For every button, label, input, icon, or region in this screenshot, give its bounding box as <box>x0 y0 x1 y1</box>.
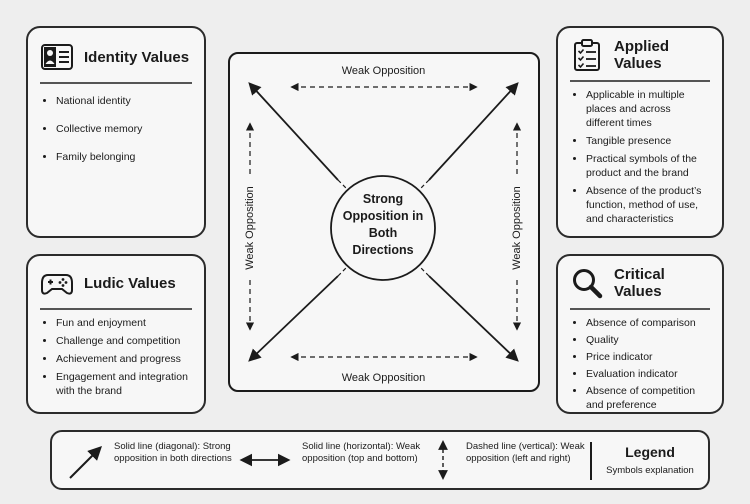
diagonal-arrow-tr <box>428 82 519 181</box>
list-item: Fun and enjoyment <box>56 316 192 330</box>
id-card-icon <box>41 44 73 70</box>
list-item: Price indicator <box>586 350 710 364</box>
diagonal-arrow-tl <box>248 82 339 181</box>
diagonal-arrow-bl <box>248 275 339 362</box>
critical-title: Critical Values <box>614 266 665 300</box>
applied-values-card: Applied Values Applicable in multiple pl… <box>556 26 724 238</box>
magnifier-icon <box>573 269 603 299</box>
legend-vertical-text: Dashed line (vertical): Weak opposition … <box>466 441 585 464</box>
diagonal-arrow-br <box>428 275 519 362</box>
opposition-arrows <box>245 82 522 362</box>
legend-subtitle: Symbols explanation <box>606 465 694 476</box>
top-weak-label: Weak Opposition <box>341 65 426 77</box>
gamepad-icon <box>41 274 73 295</box>
legend-horizontal-text: Solid line (horizontal): Weak opposition… <box>302 441 421 464</box>
list-item: Absence of competition and preference <box>586 384 710 412</box>
list-item: Applicable in multiple places and across… <box>586 88 710 130</box>
list-item: Collective memory <box>56 122 192 136</box>
diagonal-line-symbol <box>69 446 102 479</box>
divider <box>570 80 710 82</box>
list-item: National identity <box>56 94 192 108</box>
list-item: Family belonging <box>56 150 192 164</box>
identity-values-card: Identity Values National identity Collec… <box>26 26 206 238</box>
opposition-square: Strong Opposition in Both Directions Wea… <box>228 52 540 392</box>
legend-divider <box>590 442 592 480</box>
list-item: Challenge and competition <box>56 334 192 348</box>
applied-list: Applicable in multiple places and across… <box>570 88 710 226</box>
list-item: Absence of comparison <box>586 316 710 330</box>
critical-values-card: Critical Values Absence of comparison Qu… <box>556 254 724 414</box>
list-item: Quality <box>586 333 710 347</box>
divider <box>40 82 192 84</box>
critical-list: Absence of comparison Quality Price indi… <box>570 316 710 412</box>
ludic-values-card: Ludic Values Fun and enjoyment Challenge… <box>26 254 206 414</box>
legend-box: Solid line (diagonal): Strong opposition… <box>50 430 710 490</box>
legend-title: Legend <box>625 444 675 460</box>
left-weak-label: Weak Opposition <box>244 186 256 270</box>
list-item: Absence of the product’s function, metho… <box>586 184 710 226</box>
list-item: Achievement and progress <box>56 352 192 366</box>
horizontal-line-symbol <box>239 453 291 467</box>
right-weak-label: Weak Opposition <box>511 186 523 270</box>
list-item: Evaluation indicator <box>586 367 710 381</box>
identity-list: National identity Collective memory Fami… <box>40 94 192 164</box>
bottom-weak-label: Weak Opposition <box>341 372 426 384</box>
applied-title: Applied Values <box>614 38 669 72</box>
ludic-list: Fun and enjoyment Challenge and competit… <box>40 316 192 398</box>
core-label: Strong Opposition in Both Directions <box>342 192 424 257</box>
list-item: Practical symbols of the product and the… <box>586 152 710 180</box>
ludic-title: Ludic Values <box>84 274 176 292</box>
list-item: Engagement and integration with the bran… <box>56 370 192 398</box>
divider <box>40 308 192 310</box>
identity-title: Identity Values <box>84 48 190 66</box>
list-item: Tangible presence <box>586 134 710 148</box>
vertical-line-symbol <box>438 440 448 480</box>
checklist-icon <box>574 39 600 71</box>
legend-diagonal-text: Solid line (diagonal): Strong opposition… <box>114 441 232 464</box>
core-circle <box>330 175 436 281</box>
divider <box>570 308 710 310</box>
